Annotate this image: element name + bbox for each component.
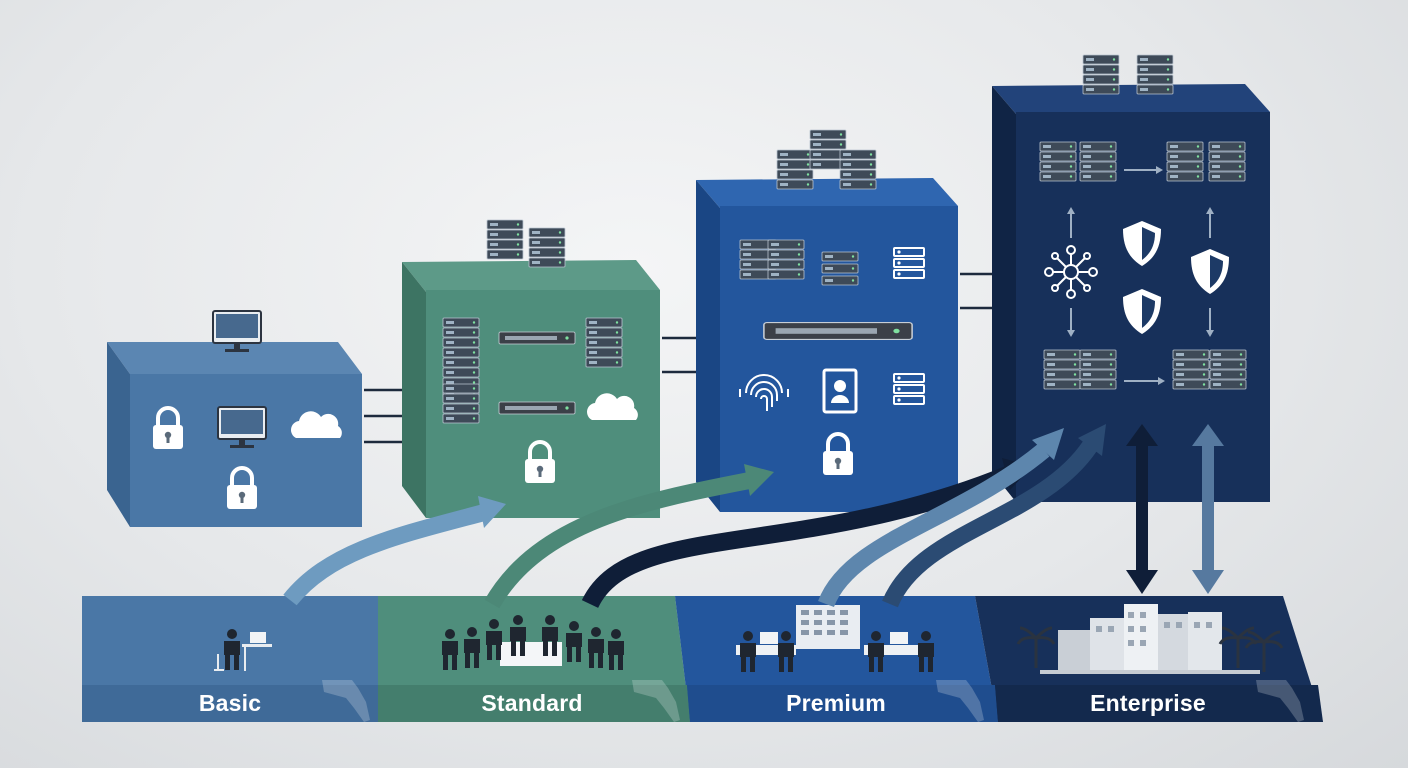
premium-tier-box bbox=[696, 130, 958, 512]
server-rack-icon bbox=[487, 220, 523, 259]
enterprise-tier-box bbox=[992, 55, 1270, 502]
tier-label-basic: Basic bbox=[198, 690, 262, 716]
florida-map-icon bbox=[632, 680, 680, 722]
network-hub-icon bbox=[1044, 245, 1098, 299]
solo-worker-icon bbox=[214, 629, 272, 671]
tier-label-enterprise: Enterprise bbox=[1090, 690, 1206, 716]
florida-map-icon bbox=[322, 680, 370, 722]
basic-tier-box bbox=[107, 310, 362, 527]
network-switch-icon bbox=[498, 401, 576, 415]
upgrade-arrows bbox=[283, 424, 1106, 609]
standard-tier-box bbox=[402, 220, 660, 518]
server-rack-icon bbox=[1083, 55, 1119, 94]
florida-map-icon bbox=[1256, 680, 1304, 722]
server-rack-icon bbox=[1137, 55, 1173, 94]
id-badge-icon bbox=[822, 368, 858, 414]
vertical-arrows bbox=[1126, 424, 1224, 594]
network-switch-icon bbox=[762, 321, 914, 341]
tier-label-premium: Premium bbox=[786, 690, 886, 716]
tier-label-standard: Standard bbox=[481, 690, 583, 716]
office-building-icon bbox=[796, 605, 860, 649]
network-switch-icon bbox=[498, 331, 576, 345]
office-workers-icon bbox=[736, 631, 934, 672]
server-rack-icon bbox=[529, 228, 565, 267]
florida-map-icon bbox=[936, 680, 984, 722]
server-rack-icon bbox=[840, 150, 876, 189]
server-rack-icon bbox=[777, 150, 813, 189]
meeting-group-icon bbox=[442, 615, 624, 670]
city-skyline-icon bbox=[1016, 604, 1284, 674]
fingerprint-icon bbox=[739, 374, 789, 411]
